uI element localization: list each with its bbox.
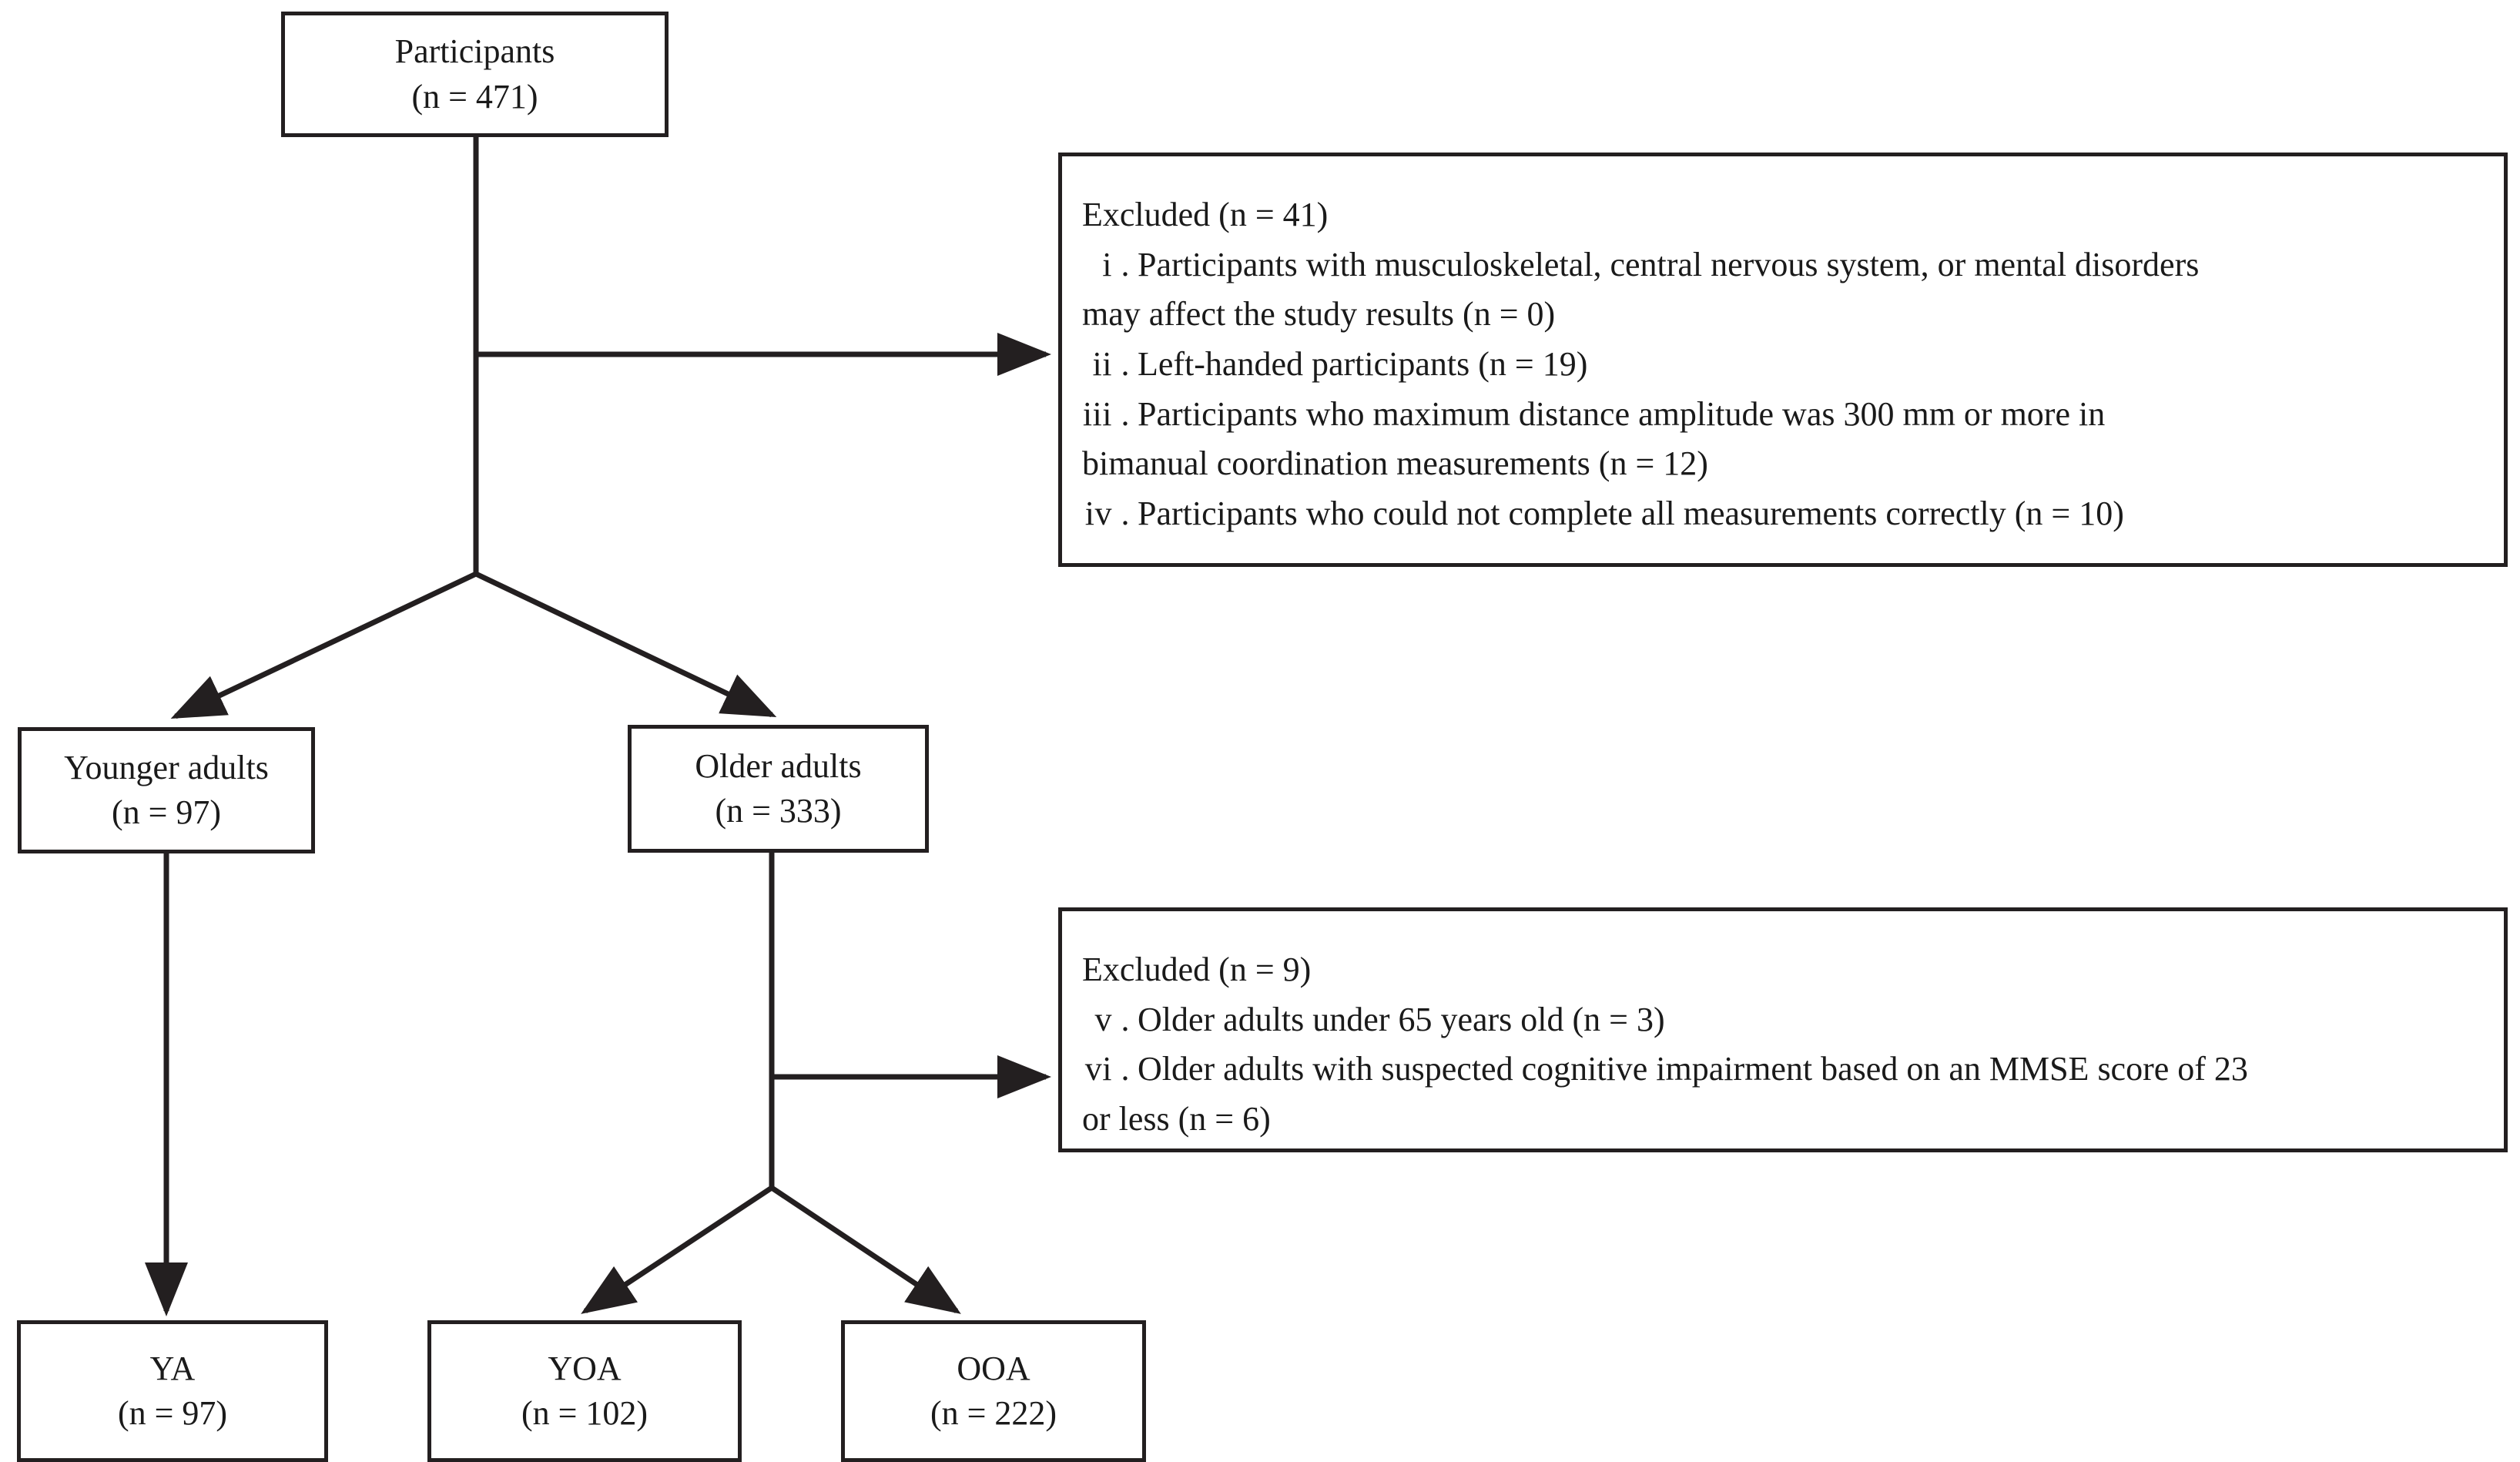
- node-younger-adults-count: (n = 97): [111, 793, 222, 831]
- node-older-adults-label: Older adults: [695, 746, 862, 785]
- panel-excluded-2: Excluded (n = 9) vOlder adults under 65 …: [1058, 907, 2508, 1152]
- excluded-1-item-0-numeral: i: [1082, 240, 1130, 290]
- node-yoa: YOA (n = 102): [427, 1320, 742, 1462]
- excluded-1-item-2-line2: bimanual coordination measurements (n = …: [1082, 444, 1708, 483]
- connector-split-to-ooa: [770, 1185, 961, 1314]
- excluded-2-item-0-numeral: v: [1082, 995, 1130, 1045]
- excluded-1-item-1-numeral: ii: [1082, 340, 1130, 390]
- node-ya-label: YA: [149, 1349, 196, 1387]
- node-older-adults-count: (n = 333): [715, 792, 842, 830]
- excluded-1-item-3-text: Participants who could not complete all …: [1138, 495, 2124, 533]
- node-participants-count: (n = 471): [411, 77, 538, 116]
- node-ya-count: (n = 97): [117, 1394, 228, 1432]
- connector-split-to-younger-adults: [170, 571, 478, 719]
- node-older-adults: Older adults (n = 333): [628, 725, 929, 853]
- excluded-2-item-1-numeral: vi: [1082, 1045, 1130, 1095]
- node-ooa-count: (n = 222): [930, 1394, 1057, 1432]
- excluded-1-item-0-line2: may affect the study results (n = 0): [1082, 295, 1556, 334]
- node-participants: Participants (n = 471): [281, 12, 669, 137]
- node-ooa: OOA (n = 222): [841, 1320, 1146, 1462]
- excluded-1-heading: Excluded (n = 41): [1082, 196, 1329, 233]
- excluded-2-item-0-line1: vOlder adults under 65 years old (n = 3): [1082, 995, 2484, 1045]
- connector-split-to-yoa: [581, 1185, 773, 1314]
- excluded-1-item-2-text: Participants who maximum distance amplit…: [1138, 394, 2106, 433]
- panel-excluded-1: Excluded (n = 41) iParticipants with mus…: [1058, 153, 2508, 567]
- excluded-1-item-3-line1: ivParticipants who could not complete al…: [1082, 489, 2484, 539]
- node-yoa-label: YOA: [548, 1349, 622, 1387]
- node-yoa-count: (n = 102): [521, 1394, 648, 1432]
- connector-split-to-older-adults: [474, 571, 777, 718]
- node-participants-label: Participants: [394, 32, 555, 71]
- excluded-1-item-1-line1: iiLeft-handed participants (n = 19): [1082, 340, 2484, 390]
- excluded-1-item-3-numeral: iv: [1082, 489, 1130, 539]
- node-younger-adults: Younger adults (n = 97): [18, 727, 315, 853]
- excluded-2-item-1-text: Older adults with suspected cognitive im…: [1138, 1050, 2248, 1088]
- excluded-1-item-2-numeral: iii: [1082, 390, 1130, 440]
- excluded-1-item-1-text: Left-handed participants (n = 19): [1138, 345, 1588, 384]
- excluded-1-item-0-line1: iParticipants with musculoskeletal, cent…: [1082, 240, 2484, 290]
- node-ooa-label: OOA: [957, 1349, 1030, 1387]
- excluded-2-item-1-line1: viOlder adults with suspected cognitive …: [1082, 1045, 2484, 1095]
- excluded-2-item-0-text: Older adults under 65 years old (n = 3): [1138, 1000, 1665, 1038]
- node-ya: YA (n = 97): [17, 1320, 328, 1462]
- excluded-2-heading: Excluded (n = 9): [1082, 951, 1312, 988]
- excluded-1-item-2-line1: iiiParticipants who maximum distance amp…: [1082, 390, 2484, 440]
- excluded-2-item-1-line2: or less (n = 6): [1082, 1100, 1271, 1138]
- node-younger-adults-label: Younger adults: [64, 748, 269, 786]
- excluded-1-item-0-text: Participants with musculoskeletal, centr…: [1138, 245, 2200, 283]
